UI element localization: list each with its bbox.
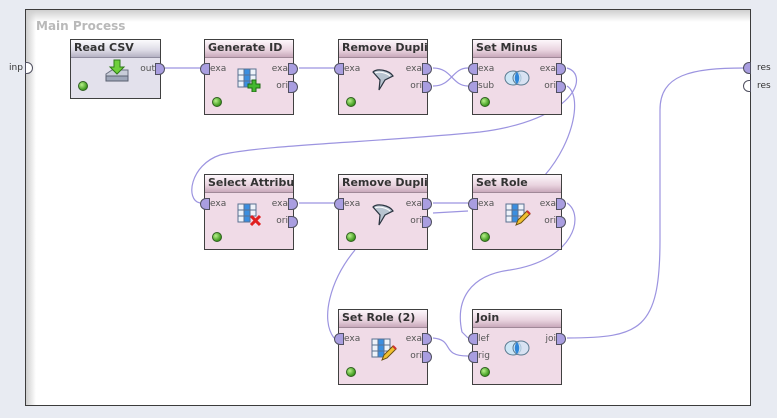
set-role-icon [371,338,397,361]
global-input-port[interactable] [25,62,33,74]
operator-title: Set Minus [473,40,561,58]
operator-set-role-2[interactable]: Set Role (2) exa exa ori [334,309,432,385]
port-label-exa: exa [539,199,556,209]
operator-title: Select Attribu... [205,175,293,193]
global-output-label-2: res [757,81,771,91]
port-label-exa: exa [271,199,288,209]
set-role-icon [505,203,531,226]
operator-title: Set Role (2) [339,310,427,328]
output-port-ori[interactable] [422,351,432,363]
read-csv-icon [105,59,129,82]
port-label-exa: exa [405,199,422,209]
port-label-exa: exa [210,199,227,209]
operator-remove-duplicates[interactable]: Remove Dupli... exa exa ori [334,39,432,115]
filter-funnel-icon [372,204,394,226]
operator-set-minus[interactable]: Set Minus exa sub exa ori [468,39,566,115]
port-label-exa: exa [405,64,422,74]
operator-read-csv[interactable]: Read CSV out [70,39,165,99]
input-port-exa[interactable] [200,198,210,210]
global-output-port-2[interactable] [743,80,751,92]
port-label-exa: exa [344,199,361,209]
port-label-ori: ori [544,216,556,226]
input-port-exa[interactable] [200,63,210,75]
global-input-label: inp [9,63,23,73]
operator-title: Set Role [473,175,561,193]
global-output-port-1[interactable] [743,62,751,74]
status-led [346,97,356,107]
operator-remove-duplicates-2[interactable]: Remove Dupli... exa exa ori [334,174,432,250]
port-label-ori: ori [410,351,422,361]
port-label-ori: ori [276,81,288,91]
operator-join[interactable]: Join lef rig joi [468,309,566,385]
input-port-lef[interactable] [468,333,478,345]
set-minus-icon [504,70,530,86]
port-label-exa: exa [539,64,556,74]
join-icon [504,340,530,356]
input-port-rig[interactable] [468,351,478,363]
global-output-label-1: res [757,63,771,73]
status-led [346,367,356,377]
operator-set-role[interactable]: Set Role exa exa ori [468,174,566,250]
process-title: Main Process [36,19,126,33]
input-port-exa[interactable] [334,198,344,210]
port-label-joi: joi [545,334,556,344]
port-label-exa: exa [405,334,422,344]
input-port-exa[interactable] [468,63,478,75]
status-led [346,232,356,242]
status-led [480,97,490,107]
status-led [480,367,490,377]
status-led [212,97,222,107]
port-label-ori: ori [276,216,288,226]
input-port-exa[interactable] [334,63,344,75]
port-label-ori: ori [410,81,422,91]
output-port-exa[interactable] [422,333,432,345]
port-label-exa: exa [344,334,361,344]
operator-title: Join [473,310,561,328]
output-port-ori[interactable] [288,216,298,228]
operator-generate-id[interactable]: Generate ID exa exa ori [200,39,298,115]
output-port-out[interactable] [155,63,165,75]
generate-id-icon [237,68,261,92]
port-label-ori: ori [544,81,556,91]
port-label-exa: exa [478,64,495,74]
filter-funnel-icon [372,69,394,91]
status-led [212,232,222,242]
select-attributes-icon [237,203,262,227]
status-led [78,81,88,91]
output-port-ori[interactable] [422,216,432,228]
port-label-exa: exa [344,64,361,74]
operator-title: Read CSV [71,40,160,58]
operator-title: Remove Dupli... [339,40,427,58]
input-port-exa[interactable] [468,198,478,210]
port-label-ori: ori [410,216,422,226]
port-label-rig: rig [478,351,490,361]
operator-title: Remove Dupli... [339,175,427,193]
input-port-sub[interactable] [468,81,478,93]
port-label-exa: exa [478,199,495,209]
operator-title: Generate ID [205,40,293,58]
status-led [480,232,490,242]
operator-select-attributes[interactable]: Select Attribu... exa exa ori [200,174,298,250]
port-label-exa: exa [210,64,227,74]
port-label-exa: exa [271,64,288,74]
port-label-out: out [140,64,155,74]
input-port-exa[interactable] [334,333,344,345]
port-label-sub: sub [478,81,495,91]
port-label-lef: lef [478,334,490,344]
